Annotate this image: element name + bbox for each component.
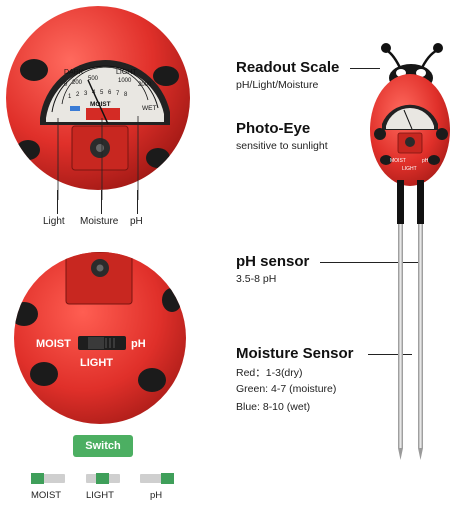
- lux-tick: 1000: [118, 78, 132, 84]
- photo-eye-icon: [405, 137, 415, 147]
- lux-tick: 0: [64, 82, 68, 88]
- switch-label-ph: pH: [150, 490, 163, 501]
- switch-label-light: LIGHT: [86, 490, 114, 501]
- dial-moist-label: MOIST: [90, 101, 111, 108]
- switch-knob: [161, 473, 174, 484]
- annotation-moisture-desc-blue: Blue: 8-10 (wet): [236, 401, 311, 413]
- dial-needle: [87, 79, 109, 125]
- switch-state-ph: [140, 473, 174, 484]
- annotation-readout-desc: pH/Light/Moisture: [236, 79, 319, 91]
- spot: [138, 368, 166, 392]
- annotation-photoeye-desc: sensitive to sunlight: [236, 140, 328, 152]
- callout-light: Light: [43, 216, 65, 227]
- dial-digit: 3: [84, 91, 88, 97]
- device-moist-label: MOIST: [390, 158, 406, 164]
- switch-title-badge: Switch: [73, 435, 133, 457]
- lux-tick: 500: [88, 76, 99, 82]
- leader-line: [320, 262, 422, 263]
- dial-digit: 5: [100, 90, 104, 96]
- dial-wet-label: WET: [142, 105, 156, 112]
- callout-ph: pH: [130, 216, 143, 227]
- spot: [30, 362, 58, 386]
- spot: [162, 288, 182, 312]
- leader-line: [101, 190, 102, 214]
- dial-dark-label: DARK: [64, 69, 84, 76]
- ladybug-meter: MOIST pH LIGHT: [360, 38, 460, 488]
- switch-light-label: LIGHT: [80, 357, 113, 369]
- switch-ph-label: pH: [131, 338, 146, 350]
- photo-eye-housing: [65, 252, 133, 305]
- dial-digit: 2: [76, 92, 80, 98]
- spot: [16, 140, 40, 160]
- annotation-moisture-desc-red: Red：1-3(dry): [236, 367, 303, 379]
- device-light-label: LIGHT: [402, 166, 417, 172]
- switch-label-moist: MOIST: [31, 490, 62, 501]
- callout-moisture: Moisture: [80, 216, 119, 227]
- moisture-probe: [418, 224, 423, 448]
- annotation-ph-desc: 3.5-8 pH: [236, 273, 277, 285]
- leader-line: [57, 190, 58, 214]
- switch-knob: [31, 473, 44, 484]
- dial-digit: 4: [92, 90, 96, 96]
- annotation-moisture-title: Moisture Sensor: [236, 345, 354, 362]
- dial-digit: 7: [116, 91, 120, 97]
- annotation-moisture-desc-green: Green: 4-7 (moisture): [236, 383, 337, 395]
- lux-tick: 2000: [138, 82, 152, 88]
- leader-line: [137, 190, 138, 214]
- switch-state-moist: [31, 473, 65, 484]
- device-ph-label: pH: [422, 158, 429, 164]
- leader-line: [350, 68, 380, 69]
- mode-switch-knob[interactable]: [88, 337, 104, 349]
- dial-light-label: LIGHT: [116, 69, 137, 76]
- lux-tick: 200: [72, 80, 83, 86]
- dial-digit: 1: [68, 94, 72, 100]
- annotation-photoeye-title: Photo-Eye: [236, 120, 311, 137]
- ladybug-meter-svg: MOIST pH LIGHT: [370, 43, 450, 460]
- dial-closeup: DARK LIGHT 0 200 500 1000 2000 1 2 3 4 5…: [0, 0, 200, 212]
- switch-moist-label: MOIST: [36, 338, 71, 350]
- ph-probe: [398, 224, 403, 448]
- annotation-readout-title: Readout Scale: [236, 59, 340, 76]
- dial-closeup-svg: DARK LIGHT 0 200 500 1000 2000 1 2 3 4 5…: [6, 6, 190, 212]
- switch-closeup-svg: [14, 252, 186, 424]
- spot: [14, 302, 38, 326]
- spot: [146, 148, 170, 168]
- spot: [153, 66, 179, 86]
- spot: [20, 59, 48, 81]
- dial-digit: 8: [124, 92, 128, 98]
- annotation-ph-title: pH sensor: [236, 253, 310, 270]
- switch-closeup: [0, 252, 200, 432]
- leader-line: [368, 354, 412, 355]
- switch-knob: [96, 473, 109, 484]
- dial-digit: 6: [108, 90, 112, 96]
- switch-state-light: [86, 473, 120, 484]
